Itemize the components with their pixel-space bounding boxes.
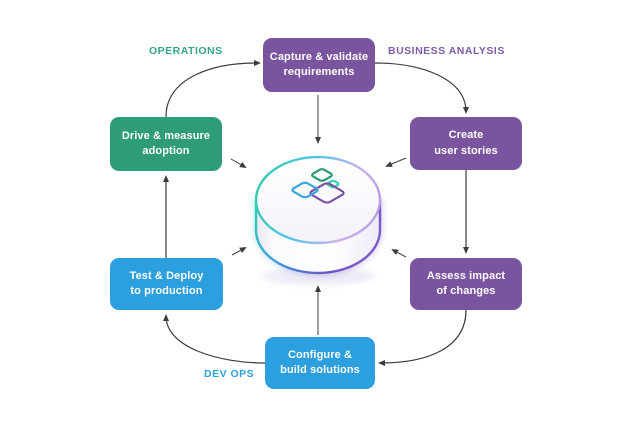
green-square-icon bbox=[311, 168, 334, 181]
cylinder-top-face bbox=[254, 155, 382, 245]
arrow-configure-to-test bbox=[163, 314, 266, 364]
phase-label-dev-ops: DEV OPS bbox=[204, 368, 255, 380]
node-label: Create user stories bbox=[434, 129, 498, 157]
node-label: Capture & validate requirements bbox=[269, 50, 369, 78]
node-test-deploy-to-production: Test & Deploy to production bbox=[110, 258, 223, 310]
cylinder-body-outline bbox=[254, 197, 382, 275]
arrow-assess-to-configure bbox=[378, 309, 467, 366]
arrow-assess-to-center bbox=[391, 249, 407, 258]
center-spoke-arrows bbox=[230, 95, 407, 335]
blue-square-icon bbox=[291, 182, 319, 198]
node-label: Configure & build solutions bbox=[280, 348, 360, 376]
arrow-test-to-center bbox=[231, 247, 247, 256]
node-drive-measure-adoption: Drive & measure adoption bbox=[110, 117, 222, 171]
teal-square-icon bbox=[327, 180, 340, 187]
node-label: Drive & measure adoption bbox=[121, 129, 211, 157]
arrow-drive-to-center bbox=[230, 158, 247, 168]
purple-square-icon bbox=[309, 182, 346, 203]
arrow-capture-to-create bbox=[374, 62, 469, 114]
arrow-drive-to-capture bbox=[165, 60, 261, 118]
phase-label-operations: OPERATIONS bbox=[149, 45, 223, 57]
node-capture-validate-requirements: Capture & validate requirements bbox=[263, 38, 375, 92]
node-label: Assess impact of changes bbox=[426, 269, 506, 297]
node-assess-impact-of-changes: Assess impact of changes bbox=[410, 258, 522, 310]
arrow-create-to-center bbox=[385, 157, 407, 167]
layered-squares-logo bbox=[291, 168, 346, 203]
node-create-user-stories: Create user stories bbox=[410, 117, 522, 170]
outer-cycle-arrows bbox=[163, 60, 469, 366]
node-label: Test & Deploy to production bbox=[129, 269, 204, 297]
cylinder-body bbox=[256, 200, 380, 273]
phase-label-business-analysis: BUSINESS ANALYSIS bbox=[388, 45, 505, 57]
platform-cylinder-icon bbox=[253, 155, 383, 285]
node-configure-build-solutions: Configure & build solutions bbox=[265, 337, 375, 389]
